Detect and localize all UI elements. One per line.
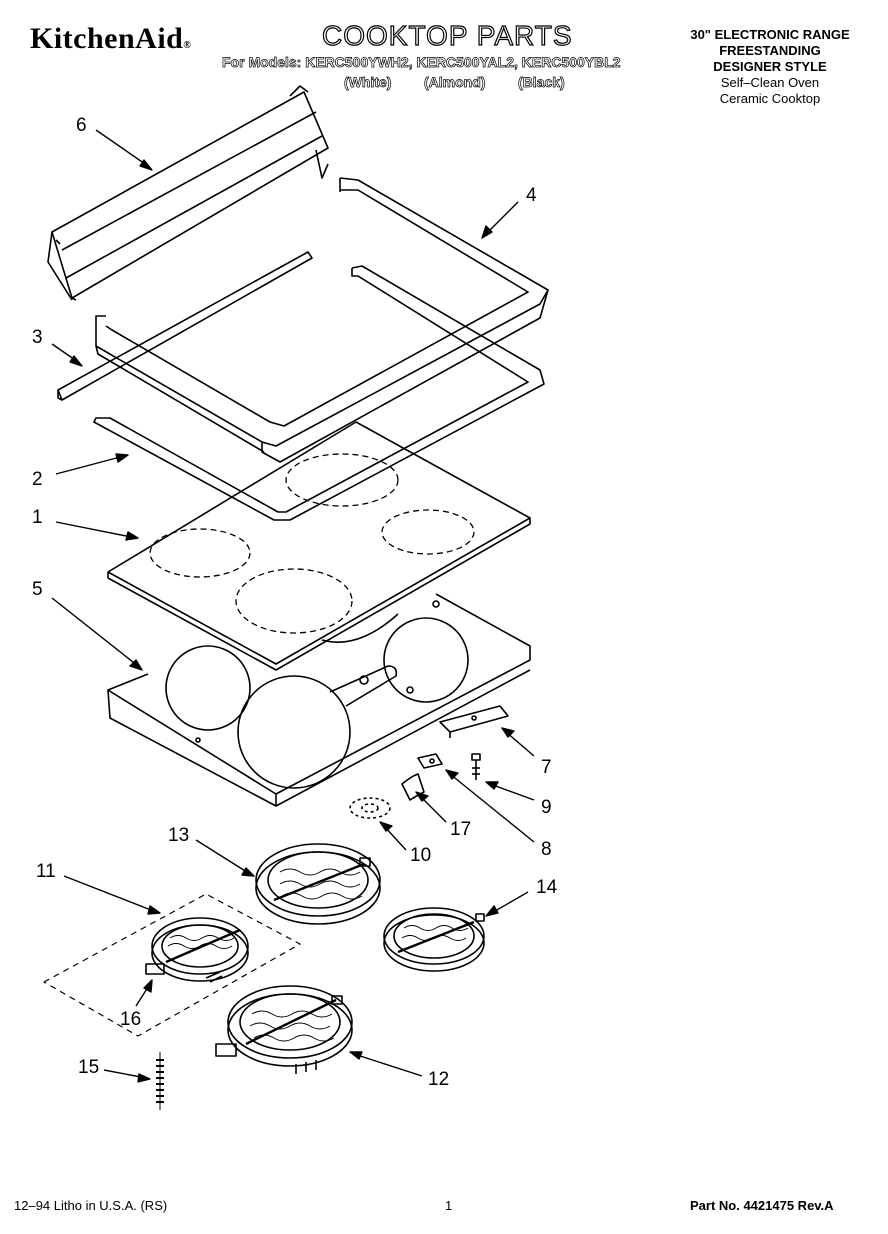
callout-12: 12 bbox=[428, 1069, 450, 1090]
callout-1: 1 bbox=[32, 507, 43, 528]
leader-lines bbox=[51, 129, 535, 1083]
callout-3: 3 bbox=[32, 327, 43, 348]
part-number: Part No. 4421475 Rev.A bbox=[690, 1198, 834, 1213]
callout-16: 16 bbox=[120, 1009, 142, 1030]
callout-2: 2 bbox=[32, 469, 43, 490]
range-info-line3: DESIGNER STYLE bbox=[713, 59, 827, 74]
models-line: For Models: KERC500YWH2, KERC500YAL2, KE… bbox=[222, 54, 621, 71]
callout-11: 11 bbox=[36, 861, 56, 882]
callout-13: 13 bbox=[168, 825, 190, 846]
callout-15: 15 bbox=[78, 1057, 100, 1078]
callout-14: 14 bbox=[536, 877, 558, 898]
callout-10: 10 bbox=[410, 845, 432, 866]
brand-logo: KitchenAid® bbox=[30, 22, 192, 55]
range-info-line4: Self–Clean Oven bbox=[720, 75, 820, 90]
part-9-screw bbox=[471, 753, 481, 780]
range-info-line2: FREESTANDING bbox=[719, 43, 821, 58]
part-2-gasket bbox=[93, 265, 545, 521]
color-label-almond: (Almond) bbox=[424, 74, 486, 91]
part-16-terminal-block bbox=[145, 963, 223, 983]
callout-8: 8 bbox=[541, 839, 552, 860]
callout-7: 7 bbox=[541, 757, 552, 778]
callout-17: 17 bbox=[450, 819, 472, 840]
part-11-element-assembly bbox=[43, 893, 301, 1037]
part-1-ceramic-glass bbox=[107, 421, 531, 671]
callout-9: 9 bbox=[541, 797, 552, 818]
part-12-element bbox=[215, 985, 353, 1074]
part-15-spring bbox=[156, 1052, 164, 1110]
callout-4: 4 bbox=[526, 185, 537, 206]
part-14-medium-element bbox=[383, 907, 485, 972]
part-8-clip bbox=[417, 753, 443, 769]
part-7-front-bracket bbox=[439, 705, 509, 738]
callout-5: 5 bbox=[32, 579, 43, 600]
part-17-bracket bbox=[401, 773, 425, 801]
color-label-black: (Black) bbox=[518, 74, 565, 91]
part-13-large-element bbox=[255, 843, 381, 925]
page-title: COOKTOP PARTS bbox=[321, 19, 573, 51]
range-info-line5: Ceramic Cooktop bbox=[719, 91, 821, 106]
color-label-white: (White) bbox=[344, 74, 392, 91]
part-3-side-trim bbox=[57, 251, 313, 401]
part-10-limiter bbox=[349, 797, 391, 819]
part-5-support-pan bbox=[107, 593, 531, 807]
page-number: 1 bbox=[445, 1198, 453, 1213]
range-info: 30" ELECTRONIC RANGE FREESTANDING DESIGN… bbox=[660, 27, 880, 107]
part-6-backguard-panel bbox=[47, 85, 329, 301]
footer-litho: 12–94 Litho in U.S.A. (RS) bbox=[14, 1198, 168, 1213]
range-info-line1: 30" ELECTRONIC RANGE bbox=[690, 27, 850, 42]
callout-6: 6 bbox=[76, 115, 87, 136]
part-4-cooktop-frame bbox=[95, 177, 549, 463]
